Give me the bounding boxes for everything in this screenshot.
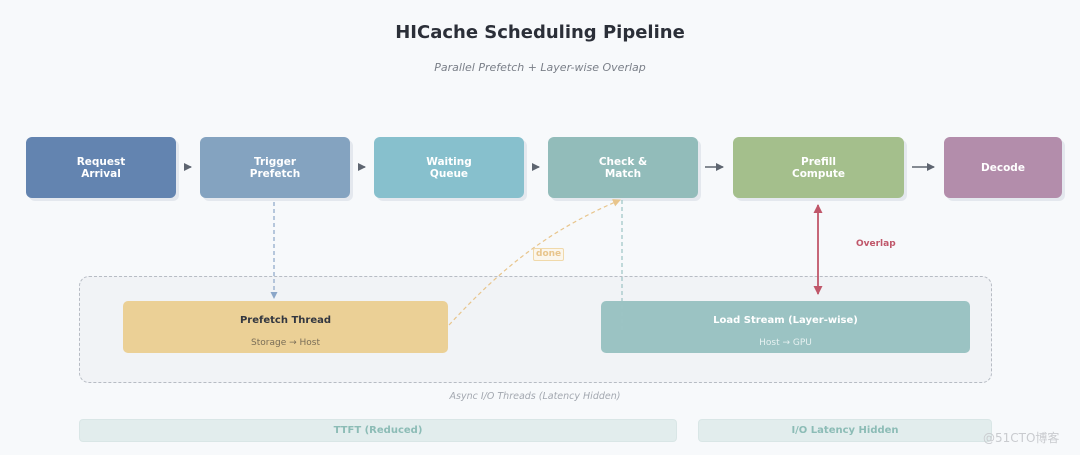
stage-check-match: Check & Match bbox=[548, 137, 698, 198]
done-curve-arrow bbox=[448, 199, 621, 326]
stage-label: Waiting Queue bbox=[426, 155, 472, 180]
stage-trigger-prefetch: Trigger Prefetch bbox=[200, 137, 350, 198]
done-label: done bbox=[533, 248, 565, 261]
stage-request-arrival: Request Arrival bbox=[26, 137, 176, 198]
stage-label: Check & Match bbox=[598, 155, 648, 180]
diagram-title: HICache Scheduling Pipeline bbox=[395, 22, 685, 43]
prefetch-trigger-link bbox=[270, 202, 278, 299]
stage-waiting-queue: Waiting Queue bbox=[374, 137, 524, 198]
stage-label: Prefill Compute bbox=[792, 155, 845, 180]
stage-label: Decode bbox=[981, 161, 1025, 174]
load-stream-title: Load Stream (Layer-wise) bbox=[713, 315, 858, 326]
stage-label: Request Arrival bbox=[76, 155, 126, 180]
io-latency-bar: I/O Latency Hidden bbox=[698, 419, 992, 442]
ttft-label: TTFT (Reduced) bbox=[333, 425, 423, 436]
load-stream-subtitle: Host → GPU bbox=[759, 338, 812, 348]
stage-label: Trigger Prefetch bbox=[249, 155, 301, 180]
stage-decode: Decode bbox=[944, 137, 1062, 198]
prefetch-thread-box: Prefetch Thread Storage → Host bbox=[123, 301, 448, 353]
overlap-label: Overlap bbox=[856, 239, 896, 249]
stage-prefill-compute: Prefill Compute bbox=[733, 137, 904, 198]
ttft-bar: TTFT (Reduced) bbox=[79, 419, 677, 442]
load-stream-box: Load Stream (Layer-wise) Host → GPU bbox=[601, 301, 970, 353]
async-io-label: Async I/O Threads (Latency Hidden) bbox=[449, 391, 621, 402]
diagram-subtitle: Parallel Prefetch + Layer-wise Overlap bbox=[434, 61, 646, 74]
prefetch-thread-title: Prefetch Thread bbox=[239, 315, 332, 326]
watermark: @51CTO博客 bbox=[983, 431, 1060, 445]
io-latency-label: I/O Latency Hidden bbox=[791, 425, 899, 436]
prefetch-thread-subtitle: Storage → Host bbox=[251, 338, 320, 348]
